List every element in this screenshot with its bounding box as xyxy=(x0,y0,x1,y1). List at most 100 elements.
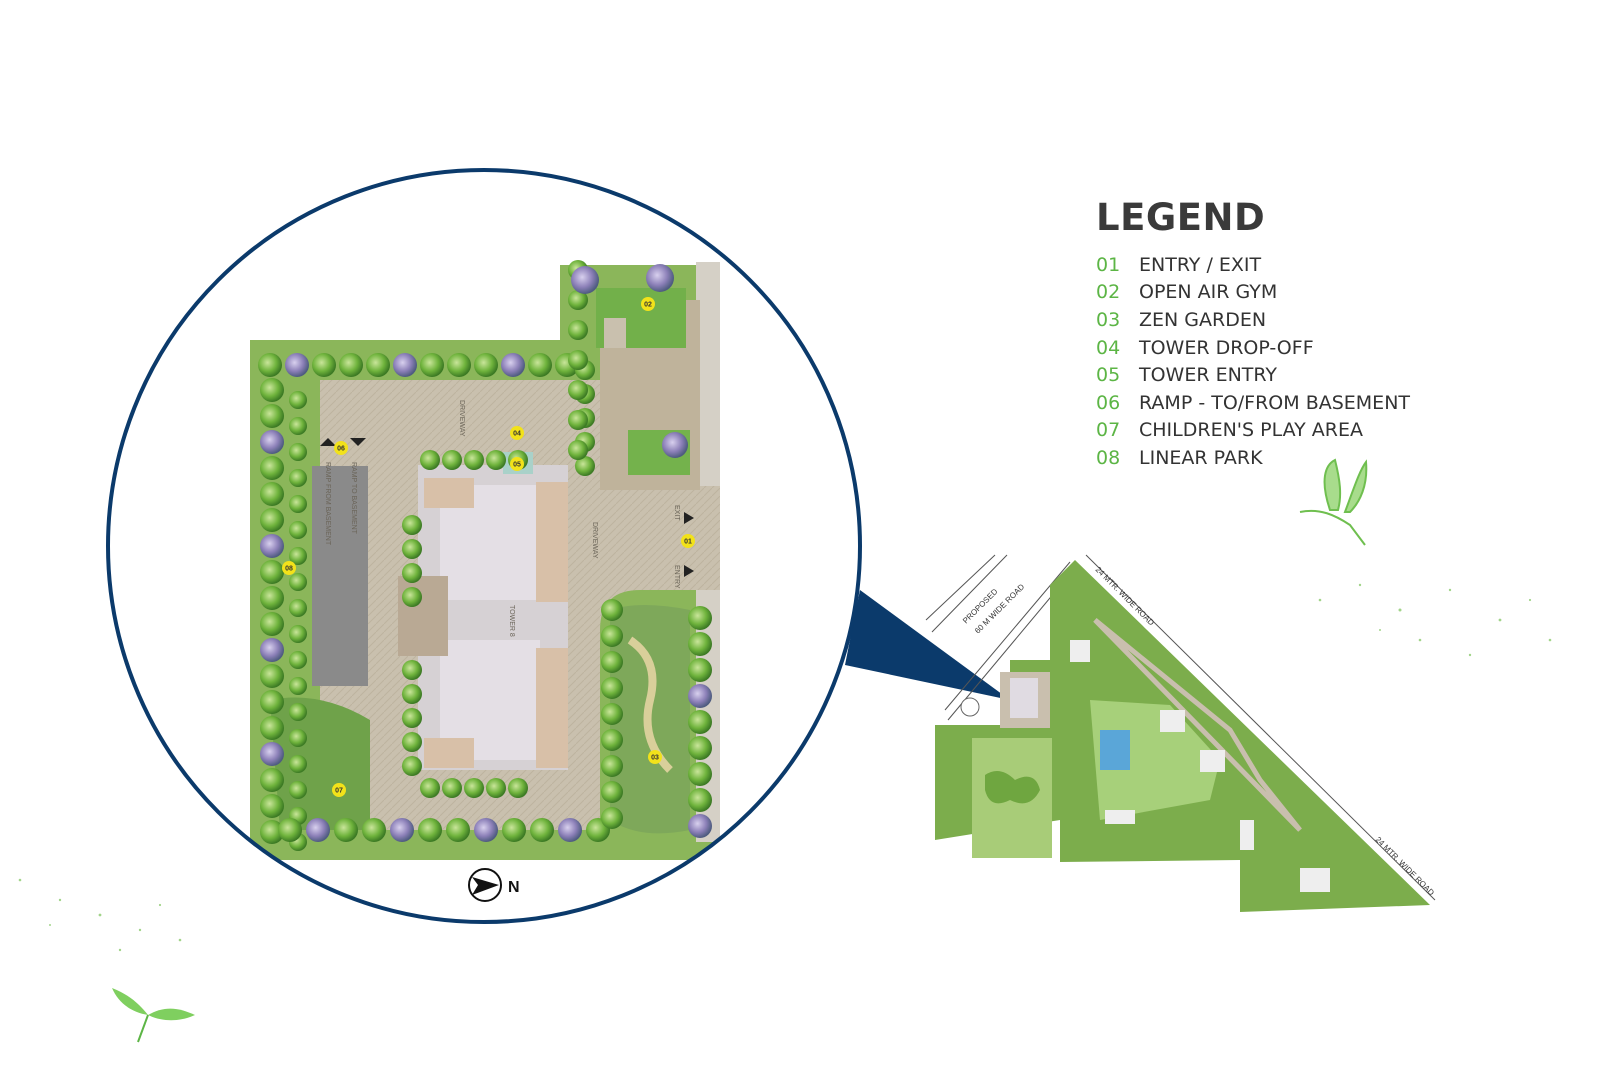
plan-marker-number: 07 xyxy=(335,788,343,795)
legend-item-label: TOWER ENTRY xyxy=(1139,364,1278,387)
tree-icon xyxy=(289,469,307,487)
tree-icon xyxy=(568,350,588,370)
tree-icon xyxy=(601,599,623,621)
tree-icon xyxy=(260,560,284,584)
tree-icon xyxy=(260,612,284,636)
tower-label: TOWER 8 xyxy=(508,605,515,637)
tree-icon xyxy=(402,660,422,680)
tree-icon xyxy=(260,482,284,506)
tree-icon xyxy=(571,266,599,294)
tree-icon xyxy=(447,353,471,377)
plan-marker-number: 01 xyxy=(684,539,692,546)
tree-icon xyxy=(289,573,307,591)
plan-marker-06: 06 xyxy=(334,441,348,455)
tree-icon xyxy=(508,778,528,798)
legend-item-label: RAMP - TO/FROM BASEMENT xyxy=(1139,391,1411,414)
plan-marker-number: 08 xyxy=(285,566,293,573)
legend-item-number: 03 xyxy=(1096,308,1121,331)
tree-icon xyxy=(260,664,284,688)
tree-icon xyxy=(568,290,588,310)
tree-icon xyxy=(289,547,307,565)
legend-item-label: CHILDREN'S PLAY AREA xyxy=(1139,419,1363,442)
tree-icon xyxy=(568,380,588,400)
legend-item: 06 RAMP - TO/FROM BASEMENT xyxy=(1096,389,1410,417)
north-compass: N xyxy=(468,868,520,902)
plan-marker-03: 03 xyxy=(648,750,662,764)
tree-icon xyxy=(575,456,595,476)
tree-icon xyxy=(258,353,282,377)
tree-icon xyxy=(464,450,484,470)
tree-icon xyxy=(260,534,284,558)
tree-icon xyxy=(260,378,284,402)
tree-icon xyxy=(260,430,284,454)
legend-item-label: ZEN GARDEN xyxy=(1139,308,1267,331)
tree-icon xyxy=(285,353,309,377)
driveway-label-top: DRIVEWAY xyxy=(458,400,465,437)
tree-icon xyxy=(688,606,712,630)
tree-icon xyxy=(334,818,358,842)
tree-icon xyxy=(393,353,417,377)
legend-item-number: 04 xyxy=(1096,336,1121,359)
direction-arrows xyxy=(320,438,694,577)
tree-icon xyxy=(362,818,386,842)
tree-icon xyxy=(278,818,302,842)
plan-marker-number: 03 xyxy=(651,755,659,762)
tree-icon xyxy=(260,742,284,766)
tree-icon xyxy=(688,710,712,734)
tree-icon xyxy=(646,264,674,292)
tree-icon xyxy=(289,443,307,461)
tree-icon xyxy=(289,651,307,669)
tree-icon xyxy=(420,450,440,470)
tree-icon xyxy=(289,755,307,773)
plan-marker-05: 05 xyxy=(510,457,524,471)
north-label: N xyxy=(508,879,520,896)
legend-item: 01 ENTRY / EXIT xyxy=(1096,251,1410,279)
tree-icon xyxy=(260,638,284,662)
tree-icon xyxy=(688,788,712,812)
tree-icon xyxy=(260,690,284,714)
tree-icon xyxy=(289,703,307,721)
tree-icon xyxy=(464,778,484,798)
overall-site-map: PROPOSED 60 M WIDE ROAD 24 MTR. WIDE ROA… xyxy=(925,554,1436,912)
callout-pointer xyxy=(845,590,1010,700)
tree-icon xyxy=(528,353,552,377)
legend-item-number: 07 xyxy=(1096,419,1121,442)
plan-marker-08: 08 xyxy=(282,561,296,575)
tree-icon xyxy=(260,586,284,610)
legend-item: 05 TOWER ENTRY xyxy=(1096,361,1410,389)
plan-marker-number: 04 xyxy=(513,431,521,438)
tree-icon xyxy=(260,820,284,844)
tree-icon xyxy=(420,778,440,798)
tree-icon xyxy=(289,599,307,617)
tree-icon xyxy=(390,818,414,842)
legend-item: 07 CHILDREN'S PLAY AREA xyxy=(1096,417,1410,445)
tree-icon xyxy=(339,353,363,377)
legend-item-number: 05 xyxy=(1096,364,1121,387)
tree-icon xyxy=(306,818,330,842)
tree-icon xyxy=(402,539,422,559)
plan-marker-number: 02 xyxy=(644,302,652,309)
tree-icon xyxy=(289,495,307,513)
tree-icon xyxy=(486,778,506,798)
tree-icon xyxy=(688,762,712,786)
tree-icon xyxy=(402,563,422,583)
exit-label: EXIT xyxy=(673,505,680,521)
plan-marker-number: 05 xyxy=(513,462,521,469)
tree-icon xyxy=(402,732,422,752)
legend-item-number: 02 xyxy=(1096,281,1121,304)
tree-icon xyxy=(418,818,442,842)
legend-item-label: LINEAR PARK xyxy=(1139,446,1263,469)
tree-icon xyxy=(289,417,307,435)
tree-icon xyxy=(501,353,525,377)
tree-icon xyxy=(289,729,307,747)
legend-item: 03 ZEN GARDEN xyxy=(1096,306,1410,334)
legend-item-number: 06 xyxy=(1096,391,1121,414)
tree-icon xyxy=(260,794,284,818)
tree-icon xyxy=(289,781,307,799)
legend-item-label: ENTRY / EXIT xyxy=(1139,253,1262,276)
bird-icon xyxy=(1299,458,1368,546)
legend-item-number: 01 xyxy=(1096,253,1121,276)
